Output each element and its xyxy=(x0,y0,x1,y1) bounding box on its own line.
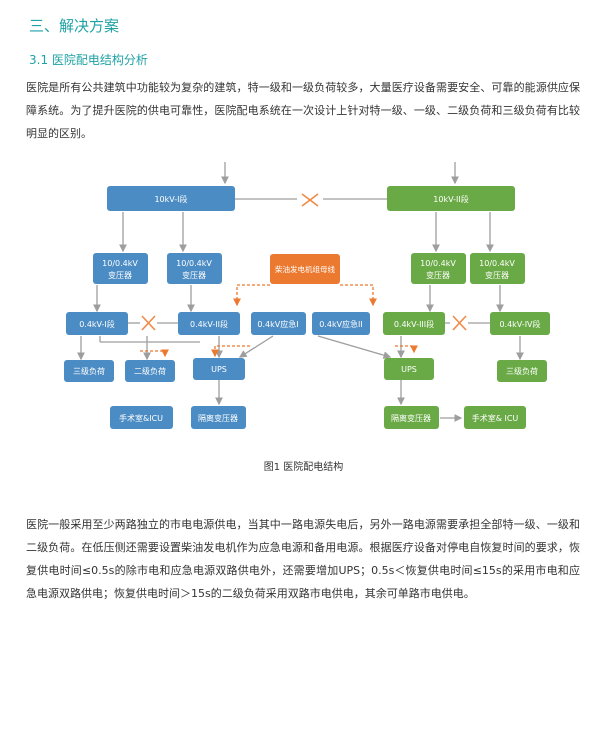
diagram-label: 0.4kV-III段 xyxy=(394,319,434,329)
box-icu-right: 手术室& ICU xyxy=(464,406,526,429)
generator-dashed-lines xyxy=(140,284,418,358)
diagram-label: 10/0.4kV xyxy=(102,259,138,268)
diagram-label: 变压器 xyxy=(182,270,206,280)
figure-caption: 图1 医院配电结构 xyxy=(263,462,344,473)
diagram-label: 0.4kV应急I xyxy=(257,319,298,329)
box-04kv-2: 0.4kV-II段 xyxy=(178,312,240,335)
section-subtitle: 3.1 医院配电结构分析 xyxy=(29,53,148,67)
diagram-label: 10kV-I段 xyxy=(154,194,187,204)
diagram-label: 10/0.4kV xyxy=(176,259,212,268)
diagram-label: 三级负荷 xyxy=(506,366,538,376)
diagram-label: UPS xyxy=(401,365,417,374)
box-10kv-1: 10kV-I段 xyxy=(107,186,235,211)
box-generator-bus: 柴油发电机组母线 xyxy=(270,254,340,284)
box-transformer-1: 10/0.4kV 变压器 xyxy=(93,253,148,284)
tie-breaker-icon xyxy=(141,193,467,331)
box-isolation-right: 隔离变压器 xyxy=(384,406,439,429)
diagram-label: 10kV-II段 xyxy=(433,194,468,204)
box-04kv-3: 0.4kV-III段 xyxy=(383,312,445,335)
diagram-label: 变压器 xyxy=(426,270,450,280)
box-10kv-2: 10kV-II段 xyxy=(387,186,515,211)
box-04kv-4: 0.4kV-IV段 xyxy=(490,312,550,335)
box-04kv-1: 0.4kV-I段 xyxy=(66,312,128,335)
diagram-label: 10/0.4kV xyxy=(420,259,456,268)
box-transformer-4: 10/0.4kV 变压器 xyxy=(470,253,525,284)
box-transformer-2: 10/0.4kV 变压器 xyxy=(167,253,222,284)
box-04kv-emg2: 0.4kV应急II xyxy=(312,312,370,335)
diagram-label: 隔离变压器 xyxy=(391,413,431,423)
section-title: 三、解决方案 xyxy=(29,17,120,35)
diagram-label: 10/0.4kV xyxy=(479,259,515,268)
diagram-label: 0.4kV应急II xyxy=(319,319,363,329)
box-transformer-3: 10/0.4kV 变压器 xyxy=(411,253,466,284)
box-ups-left: UPS xyxy=(193,358,245,380)
box-load-3-right: 三级负荷 xyxy=(497,360,547,382)
box-load-2: 二级负荷 xyxy=(125,360,175,382)
diagram-label: 0.4kV-IV段 xyxy=(499,319,540,329)
box-isolation-left: 隔离变压器 xyxy=(191,406,246,429)
diagram-label: 手术室&ICU xyxy=(119,413,163,423)
intro-paragraph: 医院是所有公共建筑中功能较为复杂的建筑，特一级和一级负荷较多，大量医疗设备需要安… xyxy=(26,81,580,140)
diagram-label: 柴油发电机组母线 xyxy=(275,264,335,274)
diagram-label: 变压器 xyxy=(108,270,132,280)
diagram-label: 变压器 xyxy=(485,270,509,280)
diagram-label: 手术室& ICU xyxy=(472,413,519,423)
diagram-label: UPS xyxy=(211,365,227,374)
box-ups-right: UPS xyxy=(384,358,434,380)
box-load-3-left: 三级负荷 xyxy=(64,360,114,382)
body-paragraph: 医院一般采用至少两路独立的市电电源供电，当其中一路电源失电后，另外一路电源需要承… xyxy=(26,518,580,600)
box-04kv-emg1: 0.4kV应急I xyxy=(251,312,306,335)
diagram-label: 0.4kV-II段 xyxy=(190,319,228,329)
box-icu-left: 手术室&ICU xyxy=(110,406,173,429)
diagram-label: 0.4kV-I段 xyxy=(79,319,115,329)
diagram-label: 二级负荷 xyxy=(134,366,166,376)
diagram-label: 三级负荷 xyxy=(73,366,105,376)
diagram-label: 隔离变压器 xyxy=(198,413,238,423)
